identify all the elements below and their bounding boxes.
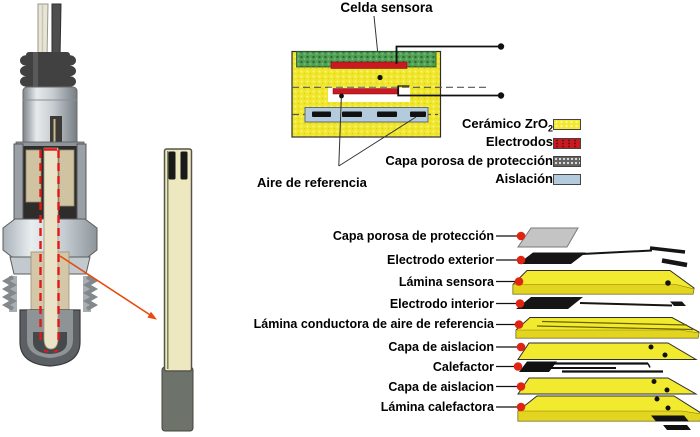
layer-capa-aislacion-1 — [517, 342, 698, 360]
signal-wire-outer — [395, 43, 505, 64]
sensor-wires — [37, 3, 62, 59]
label-electrodo-interior: Electrodo interior — [389, 296, 494, 311]
sensor-upper-sleeve — [22, 86, 78, 148]
label-capa-aislacion-1: Capa de aislacion — [388, 339, 494, 354]
cell-pointer-dot — [377, 74, 383, 81]
legend-swatch-ceramic — [553, 119, 581, 130]
layer-capa-aislacion-2 — [517, 377, 698, 395]
layer-electrodo-exterior — [518, 246, 688, 268]
layer-lamina-calefactora — [517, 395, 700, 430]
legend-swatch-porous — [553, 156, 581, 167]
legend-label-insulation: Aislación — [495, 170, 553, 186]
legend-label-ceramic: Cerámico ZrO2 — [462, 116, 553, 134]
cell-section-illustration — [291, 15, 505, 167]
label-lamina-conductora: Lámina conductora de aire de referencia — [253, 317, 494, 331]
outer-electrode — [330, 61, 408, 69]
layer-electrodo-interior — [516, 297, 686, 309]
sensor-rubber-boot — [20, 52, 76, 94]
label-calefactor: Calefactor — [432, 359, 494, 374]
label-lamina-calefactora: Lámina calefactora — [380, 399, 494, 414]
cell-section-title: Celda sensora — [340, 0, 433, 15]
label-electrodo-exterior: Electrodo exterior — [387, 252, 494, 267]
sensor-threads — [1, 275, 99, 312]
zoom-arrow-icon — [59, 255, 157, 320]
layer-calefactor — [519, 361, 663, 373]
insulation-vias — [312, 111, 426, 117]
sensor-center-element — [43, 147, 59, 350]
legend-label-porous: Capa porosa de protección — [385, 152, 553, 168]
air-reference-label: Aire de referencia — [257, 175, 367, 190]
legend-label-electrodes: Electrodos — [485, 134, 553, 149]
inner-electrode — [332, 88, 398, 95]
label-capa-aislacion-2: Capa de aislacion — [388, 379, 494, 394]
legend-swatch-electrodes — [553, 137, 581, 149]
sensor-cutaway-illustration — [1, 3, 194, 432]
insulation-layer — [304, 107, 429, 123]
layer-lamina-conductora — [515, 317, 700, 339]
air-reference-pointers — [338, 93, 417, 167]
label-capa-porosa: Capa porosa de protección — [332, 229, 494, 243]
layer-leader-dots — [513, 231, 526, 412]
layer-capa-porosa — [517, 227, 579, 248]
element-outline-dashed — [39, 148, 60, 353]
planar-element-illustration — [161, 148, 194, 432]
label-lamina-sensora: Lámina sensora — [398, 274, 494, 289]
signal-wire-inner — [397, 85, 505, 99]
exploded-stack-illustration — [496, 227, 700, 430]
layer-lamina-sensora — [512, 270, 695, 295]
layer-leader-lines — [496, 235, 519, 408]
legend-swatch-insulation — [553, 174, 581, 185]
